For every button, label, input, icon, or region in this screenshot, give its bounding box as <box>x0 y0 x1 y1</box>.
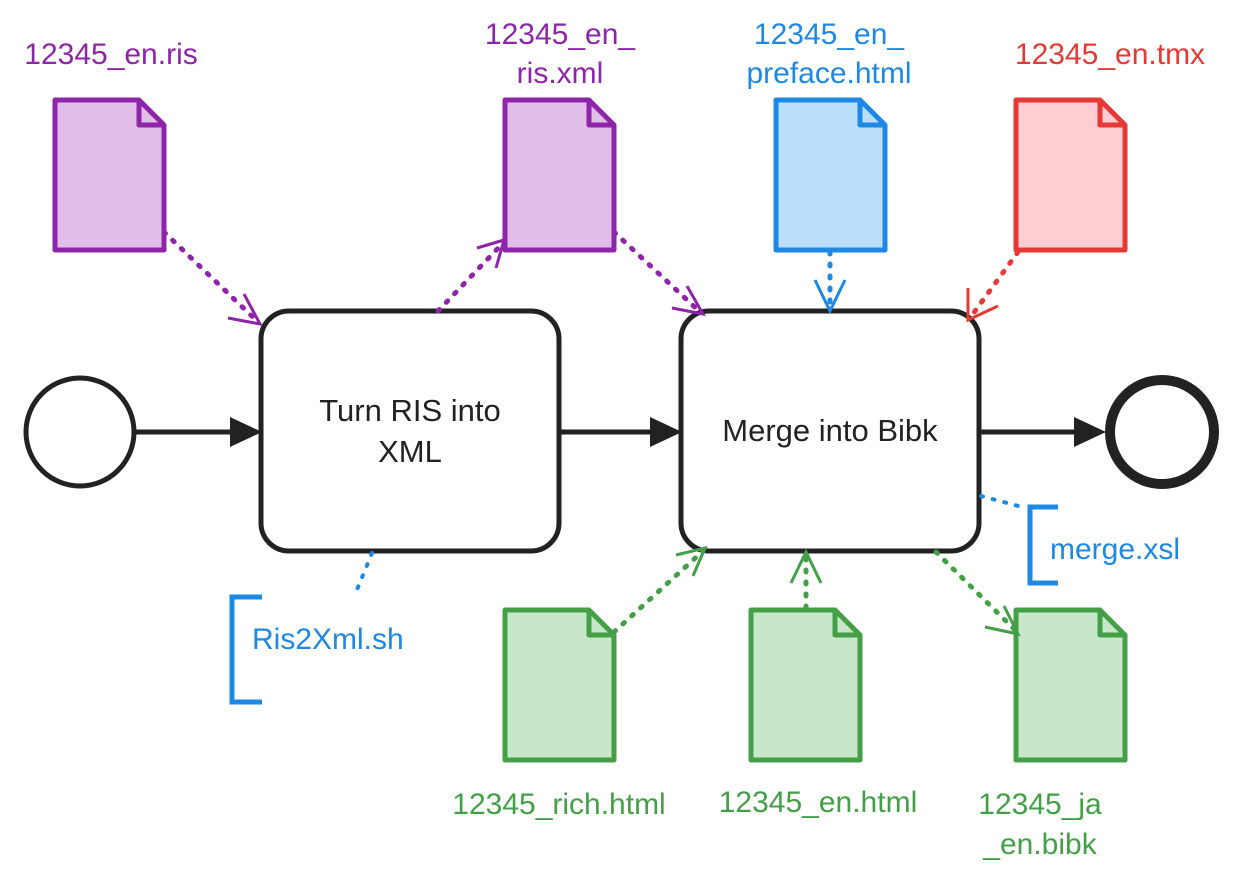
end-event[interactable] <box>1105 375 1219 489</box>
file-label-en-tmx: 12345_en.tmx <box>1015 38 1205 71</box>
annotation-text: merge.xsl <box>1050 533 1180 566</box>
document-icon <box>1013 97 1128 253</box>
annotation-text: Ris2Xml.sh <box>252 623 404 656</box>
file-label-ja-en-bibk-line2: _en.bibk <box>982 828 1097 861</box>
task-label-line1: Turn RIS into <box>319 393 500 428</box>
sequence-flow-task1-to-task2 <box>559 417 682 447</box>
data-object-en-tmx[interactable] <box>1013 97 1128 253</box>
data-object-en-ris[interactable] <box>52 97 167 253</box>
start-event[interactable] <box>23 375 137 489</box>
data-association-en-ris-to-task1 <box>161 229 263 327</box>
task-label: Merge into Bibk <box>722 413 938 448</box>
data-association-en-ris-xml-to-task2 <box>611 229 706 317</box>
document-icon <box>52 97 167 253</box>
annotation-merge-xsl[interactable]: merge.xsl <box>979 494 1180 586</box>
data-object-rich-html[interactable] <box>502 607 617 763</box>
document-icon <box>502 97 617 253</box>
annotation-ris2xml[interactable]: Ris2Xml.sh <box>229 551 404 705</box>
data-object-en-preface-html[interactable] <box>773 97 888 253</box>
data-association-preface-to-task2 <box>813 249 847 315</box>
data-association-tmx-to-task2 <box>966 249 1021 323</box>
data-object-ja-en-bibk[interactable] <box>1013 607 1128 763</box>
file-label-en-preface-line1: 12345_en_ <box>754 18 905 51</box>
file-label-en-html: 12345_en.html <box>719 786 918 819</box>
data-association-task1-to-en-ris-xml <box>435 237 507 314</box>
document-icon <box>502 607 617 763</box>
document-icon <box>773 97 888 253</box>
file-label-en-preface-line2: preface.html <box>746 57 911 90</box>
data-object-en-html[interactable] <box>748 607 863 763</box>
file-label-en-ris-xml-line2: ris.xml <box>517 57 604 90</box>
document-icon <box>748 607 863 763</box>
task-turn-ris-into-xml[interactable]: Turn RIS into XML <box>258 308 562 554</box>
file-label-en-ris-xml-line1: 12345_en_ <box>485 18 636 51</box>
file-label-ja-en-bibk-line1: 12345_ja <box>978 788 1102 821</box>
sequence-flow-task2-to-end <box>979 417 1106 447</box>
data-association-rich-html-to-task2 <box>611 545 708 635</box>
file-label-rich-html: 12345_rich.html <box>452 788 665 821</box>
document-icon <box>1013 607 1128 763</box>
data-association-task2-to-ja-en-bibk <box>933 549 1021 637</box>
file-label-en-ris: 12345_en.ris <box>24 38 197 71</box>
data-association-en-html-to-task2 <box>789 548 823 611</box>
task-label-line2: XML <box>378 434 442 469</box>
data-object-en-ris-xml[interactable] <box>502 97 617 253</box>
sequence-flow-start-to-task1 <box>134 417 262 447</box>
task-merge-into-bibk[interactable]: Merge into Bibk <box>678 308 982 554</box>
